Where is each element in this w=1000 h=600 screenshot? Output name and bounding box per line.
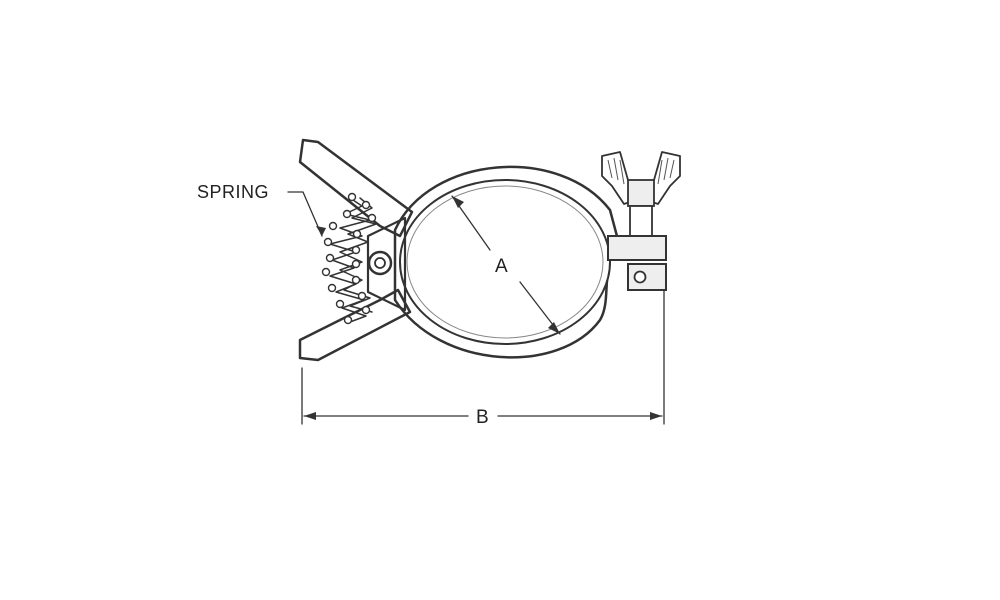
pivot-bolt-icon: [367, 250, 393, 276]
lower-handle: [298, 288, 412, 362]
upper-handle: [298, 138, 414, 238]
spring-leader: [287, 191, 326, 237]
dimension-a: [451, 195, 561, 335]
dimension-b-label: B: [476, 407, 489, 428]
spring-label: SPRING: [197, 182, 269, 202]
clamp-band: [393, 165, 620, 359]
dimension-a-label: A: [495, 256, 508, 277]
dimension-b: [301, 289, 665, 425]
wing-nut-icon: [601, 151, 681, 291]
band-inner-edge: [406, 185, 604, 339]
spring-icon: [321, 192, 377, 325]
hinge-tab: [366, 216, 407, 312]
band-inner: [399, 179, 611, 345]
